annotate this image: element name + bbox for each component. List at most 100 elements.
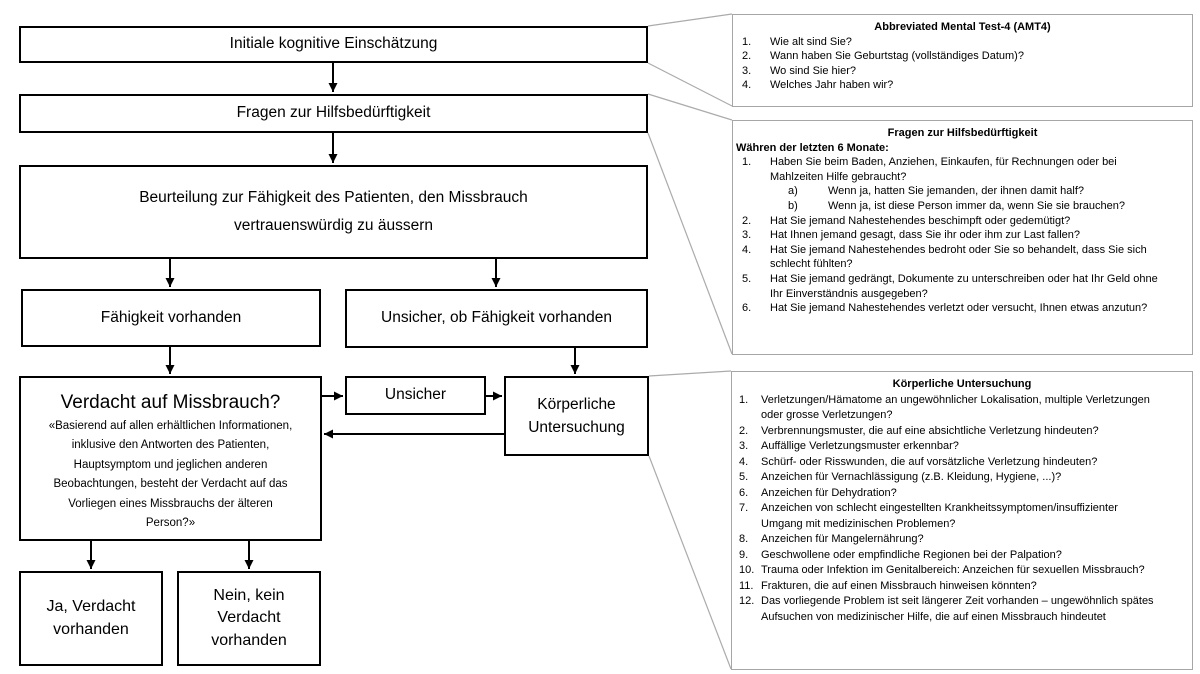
item-number: 2. <box>742 50 752 63</box>
list-subitem: a) Wenn ja, hatten Sie jemanden, der ihne… <box>733 184 1192 199</box>
item-number: a) <box>788 185 798 198</box>
item-number: 6. <box>742 302 752 315</box>
item-number: 1. <box>742 156 752 169</box>
list-item: 9. Geschwollene oder empfindliche Regione… <box>732 548 1192 564</box>
panel-title: Abbreviated Mental Test-4 (AMT4) <box>874 21 1051 33</box>
list-item: 5. Anzeichen für Vernachlässigung (z.B. K… <box>732 470 1192 486</box>
item-number: b) <box>788 199 798 212</box>
flow-arrows <box>86 63 580 569</box>
item-number: 2. <box>739 424 749 437</box>
item-text: Welches Jahr haben wir? <box>770 79 894 92</box>
item-text: Anzeichen von schlecht eingestellten Kra… <box>761 502 1118 530</box>
node-unsicher: Unsicher <box>345 376 486 415</box>
list-item: 7. Anzeichen von schlecht eingestellten K… <box>732 501 1192 532</box>
item-text: Haben Sie beim Baden, Anziehen, Einkaufe… <box>770 156 1117 183</box>
item-text: Hat Sie jemand Nahestehendes beschimpft … <box>770 214 1071 227</box>
item-number: 7. <box>739 502 749 514</box>
item-number: 4. <box>742 243 752 256</box>
panel-subtitle: Währen der letzten 6 Monate: <box>736 141 889 154</box>
node-initial-kognitive-einschaetzung: Initiale kognitive Einschätzung <box>19 26 648 63</box>
item-text: Wenn ja, ist diese Person immer da, wenn… <box>828 199 1125 212</box>
item-number: 1. <box>742 35 752 48</box>
item-number: 2. <box>742 214 752 227</box>
item-text: Wenn ja, hatten Sie jemanden, der ihnen … <box>828 185 1085 198</box>
item-text: Hat Sie jemand gedrängt, Dokumente zu un… <box>770 272 1158 300</box>
item-number: 4. <box>742 79 752 92</box>
item-text: Geschwollene oder empfindliche Regionen … <box>761 548 1062 561</box>
item-number: 11. <box>739 579 754 592</box>
item-number: 5. <box>742 272 752 285</box>
list-item: 3. Hat Ihnen jemand gesagt, dass Sie ihr … <box>733 228 1192 243</box>
item-number: 1. <box>739 393 749 406</box>
list-item: 10. Trauma oder Infektion im Genitalberei… <box>732 563 1192 579</box>
item-text: Wie alt sind Sie? <box>770 35 852 48</box>
list-item: 4. Welches Jahr haben wir? <box>733 78 1192 93</box>
callout-lines <box>647 13 733 670</box>
list-item: 2. Hat Sie jemand Nahestehendes beschimpf… <box>733 214 1192 229</box>
item-text: Das vorliegende Problem ist seit längere… <box>761 595 1154 623</box>
list-item: 4. Schürf- oder Risswunden, die auf vorsä… <box>732 455 1192 471</box>
list-item: 8. Anzeichen für Mangelernährung? <box>732 532 1192 548</box>
callout-initial-to-amt4-bottom <box>647 62 733 107</box>
item-text: Hat Sie jemand Nahestehendes bedroht ode… <box>770 243 1147 271</box>
list-item: 5. Hat Sie jemand gedrängt, Dokumente zu … <box>733 272 1192 301</box>
item-text: Wann haben Sie Geburtstag (vollständiges… <box>770 50 1024 63</box>
list-item: 6. Hat Sie jemand Nahestehendes verletzt … <box>733 301 1192 316</box>
item-text: Verletzungen/Hämatome an ungewöhnlicher … <box>761 393 1150 422</box>
panel-title: Fragen zur Hilfsbedürftigkeit <box>887 127 1038 139</box>
node-beurteilung-faehigkeit: Beurteilung zur Fähigkeit des Patienten,… <box>19 165 648 259</box>
list-item: 4. Hat Sie jemand Nahestehendes bedroht o… <box>733 243 1192 272</box>
list-item: 3. Wo sind Sie hier? <box>733 64 1192 79</box>
callout-koerper-to-panel3-top <box>648 370 732 377</box>
item-text: Anzeichen für Vernachlässigung (z.B. Kle… <box>761 471 1062 483</box>
callout-initial-to-amt4-top <box>647 13 733 27</box>
panel-fragen-hilfsbeduerftigkeit: Fragen zur Hilfsbedürftigkeit Währen der… <box>732 120 1193 355</box>
item-number: 12. <box>739 595 755 607</box>
list-item: 12. Das vorliegende Problem ist seit läng… <box>732 594 1192 625</box>
item-text: Verbrennungsmuster, die auf eine absicht… <box>761 424 1099 437</box>
panel-title: Körperliche Untersuchung <box>892 378 1032 390</box>
item-text: Auffällige Verletzungsmuster erkennbar? <box>761 440 959 452</box>
node-ja-verdacht-vorhanden: Ja, Verdacht vorhanden <box>19 571 163 666</box>
list-item: 6. Anzeichen für Dehydration? <box>732 486 1192 502</box>
node-fragen-zur-hilfsbeduerftigkeit: Fragen zur Hilfsbedürftigkeit <box>19 94 648 133</box>
item-text: Wo sind Sie hier? <box>770 64 857 77</box>
node-nein-kein-verdacht: Nein, kein Verdacht vorhanden <box>177 571 321 666</box>
item-text: Frakturen, die auf einen Missbrauch hinw… <box>761 579 1037 592</box>
list-item: 1. Verletzungen/Hämatome an ungewöhnliche… <box>732 393 1192 424</box>
list-item: 1. Haben Sie beim Baden, Anziehen, Einkau… <box>733 155 1192 184</box>
list-item: 11. Frakturen, die auf einen Missbrauch h… <box>732 579 1192 595</box>
verdacht-title: Verdacht auf Missbrauch? <box>60 392 281 413</box>
item-number: 8. <box>739 533 749 545</box>
list-item: 1. Wie alt sind Sie? <box>733 35 1192 50</box>
node-unsicher-ob-faehigkeit: Unsicher, ob Fähigkeit vorhanden <box>345 289 648 348</box>
item-text: Anzeichen für Mangelernährung? <box>761 533 924 545</box>
node-faehigkeit-vorhanden: Fähigkeit vorhanden <box>21 289 321 347</box>
callout-koerper-to-panel3-bottom <box>648 455 732 670</box>
item-text: Schürf- oder Risswunden, die auf vorsätz… <box>761 455 1098 468</box>
item-number: 4. <box>739 455 749 468</box>
item-text: Anzeichen für Dehydration? <box>761 486 897 499</box>
list-item: 3. Auffällige Verletzungsmuster erkennbar… <box>732 439 1192 455</box>
item-number: 3. <box>742 229 752 242</box>
item-number: 6. <box>739 486 749 499</box>
item-text: Trauma oder Infektion im Genitalbereich:… <box>761 564 1145 576</box>
node-koerperliche-untersuchung: Körperliche Untersuchung <box>504 376 649 456</box>
panel-amt4: Abbreviated Mental Test-4 (AMT4) 1. Wie a… <box>732 14 1193 107</box>
item-number: 9. <box>739 548 749 561</box>
panel-koerperliche-untersuchung: Körperliche Untersuchung 1. Verletzungen/… <box>731 371 1193 670</box>
verdacht-subtext: «Basierend auf allen erhältlichen Inform… <box>48 419 293 530</box>
callout-fragen-to-panel2-top <box>647 93 733 121</box>
item-number: 10. <box>739 564 755 576</box>
item-number: 3. <box>739 440 749 452</box>
list-item: 2. Verbrennungsmuster, die auf eine absic… <box>732 424 1192 440</box>
list-item: 2. Wann haben Sie Geburtstag (vollständig… <box>733 49 1192 64</box>
list-subitem: b) Wenn ja, ist diese Person immer da, we… <box>733 199 1192 214</box>
item-number: 3. <box>742 64 752 77</box>
item-text: Hat Sie jemand Nahestehendes verletzt od… <box>770 302 1148 315</box>
node-verdacht-auf-missbrauch: Verdacht auf Missbrauch? «Basierend auf … <box>19 376 322 541</box>
item-number: 5. <box>739 471 749 483</box>
item-text: Hat Ihnen jemand gesagt, dass Sie ihr od… <box>770 229 1081 242</box>
